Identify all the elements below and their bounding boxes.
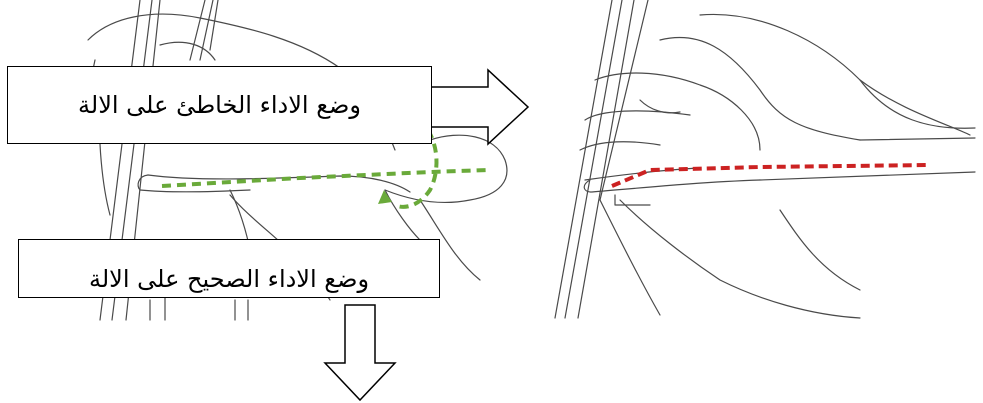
right-arrow-icon: [430, 70, 528, 144]
correct-position-label: وضع الاداء الصحيح على الالة: [18, 239, 440, 298]
down-arrow-icon: [325, 305, 395, 400]
right-hand-illustration: [555, 0, 975, 318]
wrong-position-label: وضع الاداء الخاطئ على الالة: [7, 66, 432, 144]
